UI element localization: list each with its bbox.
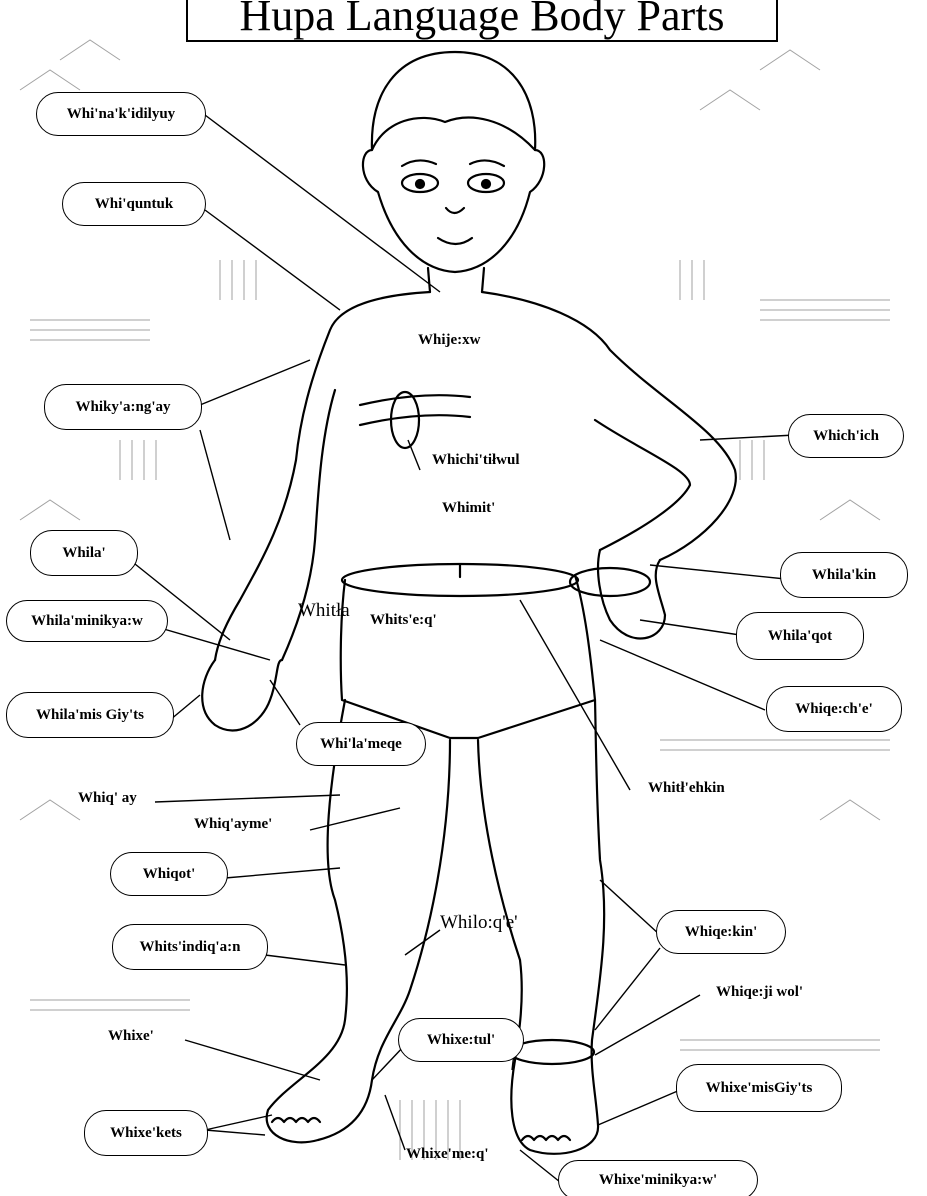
- body-outline: [202, 52, 736, 1154]
- label-ankle: Whixe:tul': [398, 1018, 524, 1062]
- label-belly: Whimit': [442, 500, 495, 517]
- label-calf: Whits'indiq'a:n: [112, 924, 268, 970]
- label-ankle-ring: Whiqe:ji wol': [716, 984, 803, 1001]
- label-thigh-upper: Whiq'ayme': [194, 816, 272, 833]
- label-foot: Whixe': [108, 1028, 154, 1045]
- label-navel: Whits'e:q': [370, 612, 437, 629]
- label-crown: Whi'na'k'idilyuy: [36, 92, 206, 136]
- label-heart: Whichi'tiłwul: [432, 452, 520, 469]
- label-heel: Whixe'minikya:w': [558, 1160, 758, 1196]
- page-title: Hupa Language Body Parts: [186, 0, 778, 42]
- label-toes: Whixe'kets: [84, 1110, 208, 1156]
- label-chest: Whije:xw: [418, 332, 481, 349]
- label-elbow: Which'ich: [788, 414, 904, 458]
- label-waist: Whitła: [298, 600, 350, 622]
- label-thigh-front: Whiq' ay: [78, 790, 137, 807]
- label-fist: Whila'qot: [736, 612, 864, 660]
- label-hand: Whila'mis Giy'ts: [6, 692, 174, 738]
- label-knee: Whiqe:kin': [656, 910, 786, 954]
- label-wrist: Whila'kin: [780, 552, 908, 598]
- label-fingers: Whi'la'meqe: [296, 722, 426, 766]
- label-lower-arm: Whila'minikya:w: [6, 600, 168, 642]
- label-shoulder: Whiky'a:ng'ay: [44, 384, 202, 430]
- label-knee-back: Whiqot': [110, 852, 228, 896]
- label-hair: Whi'quntuk: [62, 182, 206, 226]
- label-hip: Whiqe:ch'e': [766, 686, 902, 732]
- label-sole: Whixe'misGiy'ts: [676, 1064, 842, 1112]
- label-shin: Whilo:q'e': [440, 912, 518, 934]
- label-upper-arm: Whila': [30, 530, 138, 576]
- label-groin: Whitł'ehkin: [648, 780, 725, 797]
- label-toenail: Whixe'me:q': [406, 1146, 489, 1163]
